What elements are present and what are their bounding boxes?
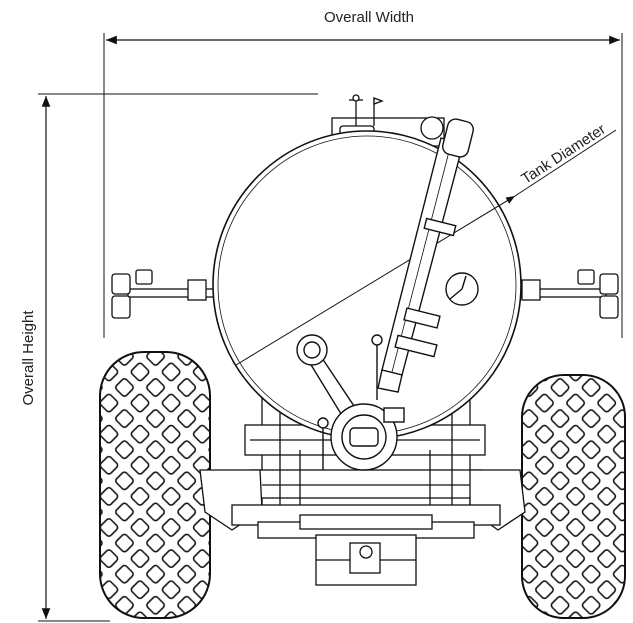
overall-height-dimension: Overall Height [20,93,318,622]
gauge [445,272,479,306]
left-wheel [99,351,211,619]
rear-valve-assembly [296,334,405,471]
diameter-leader [514,129,617,197]
right-side-light-arm [519,269,619,319]
suction-arm [377,118,474,393]
overall-width-dimension: Overall Width [103,9,623,338]
left-side-light-arm [111,269,215,319]
right-wheel [521,374,626,619]
diameter-line [235,195,516,366]
tank-diameter-label: Tank Diameter [518,121,608,188]
overall-height-label: Overall Height [20,310,37,406]
overall-width-label: Overall Width [324,9,414,26]
